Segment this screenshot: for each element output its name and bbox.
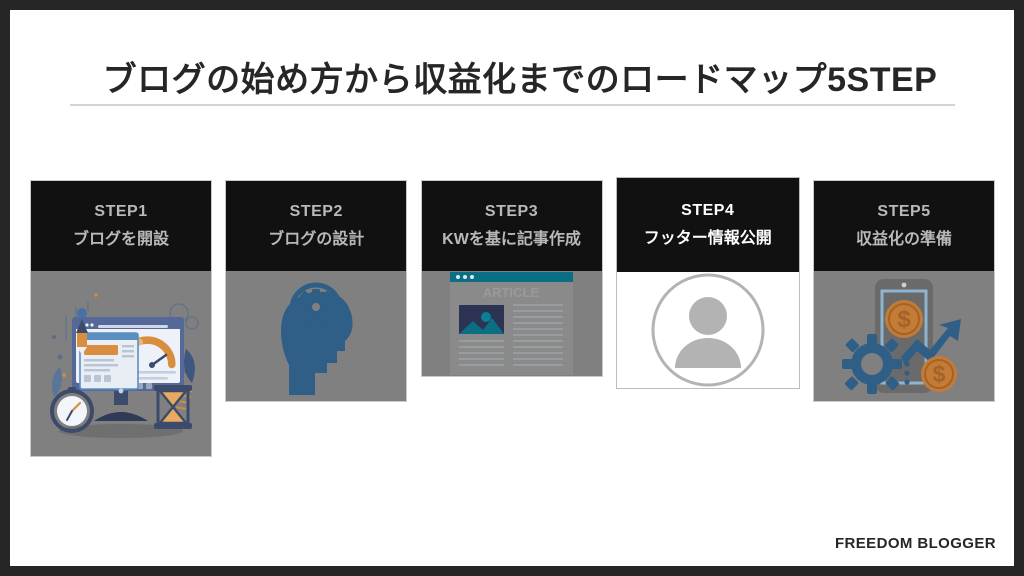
smartphone-coins-gear-growth-arrow-icon: $	[842, 279, 961, 394]
step-card-3-body: ARTICLE	[422, 271, 602, 376]
step-card-4-number: STEP4	[681, 202, 735, 219]
step-card-5-title: 収益化の準備	[855, 231, 952, 248]
page-title: ブログの始め方から収益化までのロードマップ5STEP	[102, 61, 938, 99]
svg-text:$: $	[897, 306, 911, 333]
step-card-3-title: KWを基に記事作成	[442, 231, 581, 248]
title-divider	[70, 104, 955, 106]
step-card-1-number: STEP1	[94, 203, 148, 220]
step-card-1-body	[31, 271, 211, 456]
step-card-2-number: STEP2	[289, 203, 343, 220]
step-card-2-title: ブログの設計	[268, 231, 365, 248]
svg-text:$: $	[933, 361, 946, 387]
step-card-4-title: フッター情報公開	[643, 230, 772, 247]
step-card-5-number: STEP5	[877, 203, 931, 220]
step-card-2-body	[226, 271, 406, 401]
step-card-5[interactable]: STEP5 収益化の準備 $	[813, 180, 995, 402]
step-card-4[interactable]: STEP4 フッター情報公開	[615, 177, 800, 389]
step-card-4-header: STEP4 フッター情報公開	[616, 178, 799, 272]
head-lightbulb-gear-icon	[281, 282, 353, 395]
step-card-1-title: ブログを開設	[72, 231, 169, 248]
step-card-5-body: $	[814, 271, 994, 401]
step-card-3[interactable]: STEP3 KWを基に記事作成 ARTICLE	[420, 180, 603, 377]
steps-row: STEP1 ブログを開設	[30, 177, 995, 480]
step-card-4-body	[616, 272, 799, 388]
step-card-1[interactable]: STEP1 ブログを開設	[30, 180, 212, 457]
step-card-5-header: STEP5 収益化の準備	[814, 181, 994, 271]
monitor-speed-gauge-hourglass-illustration	[50, 293, 199, 438]
step-card-2-header: STEP2 ブログの設計	[226, 181, 407, 271]
footer-brand: FREEDOM BLOGGER	[834, 535, 996, 552]
user-avatar-icon	[651, 273, 765, 387]
step-card-3-number: STEP3	[484, 203, 539, 220]
step-card-1-header: STEP1 ブログを開設	[31, 181, 211, 271]
title-block: ブログの始め方から収益化までのロードマップ5STEP	[70, 52, 970, 101]
step-card-3-header: STEP3 KWを基に記事作成	[421, 181, 602, 271]
step-card-2[interactable]: STEP2 ブログの設計	[225, 180, 408, 402]
slide-canvas: ブログの始め方から収益化までのロードマップ5STEP STEP1 ブログを開設	[10, 10, 1014, 566]
article-heading: ARTICLE	[483, 285, 540, 300]
browser-article-page-icon: ARTICLE	[450, 272, 573, 375]
